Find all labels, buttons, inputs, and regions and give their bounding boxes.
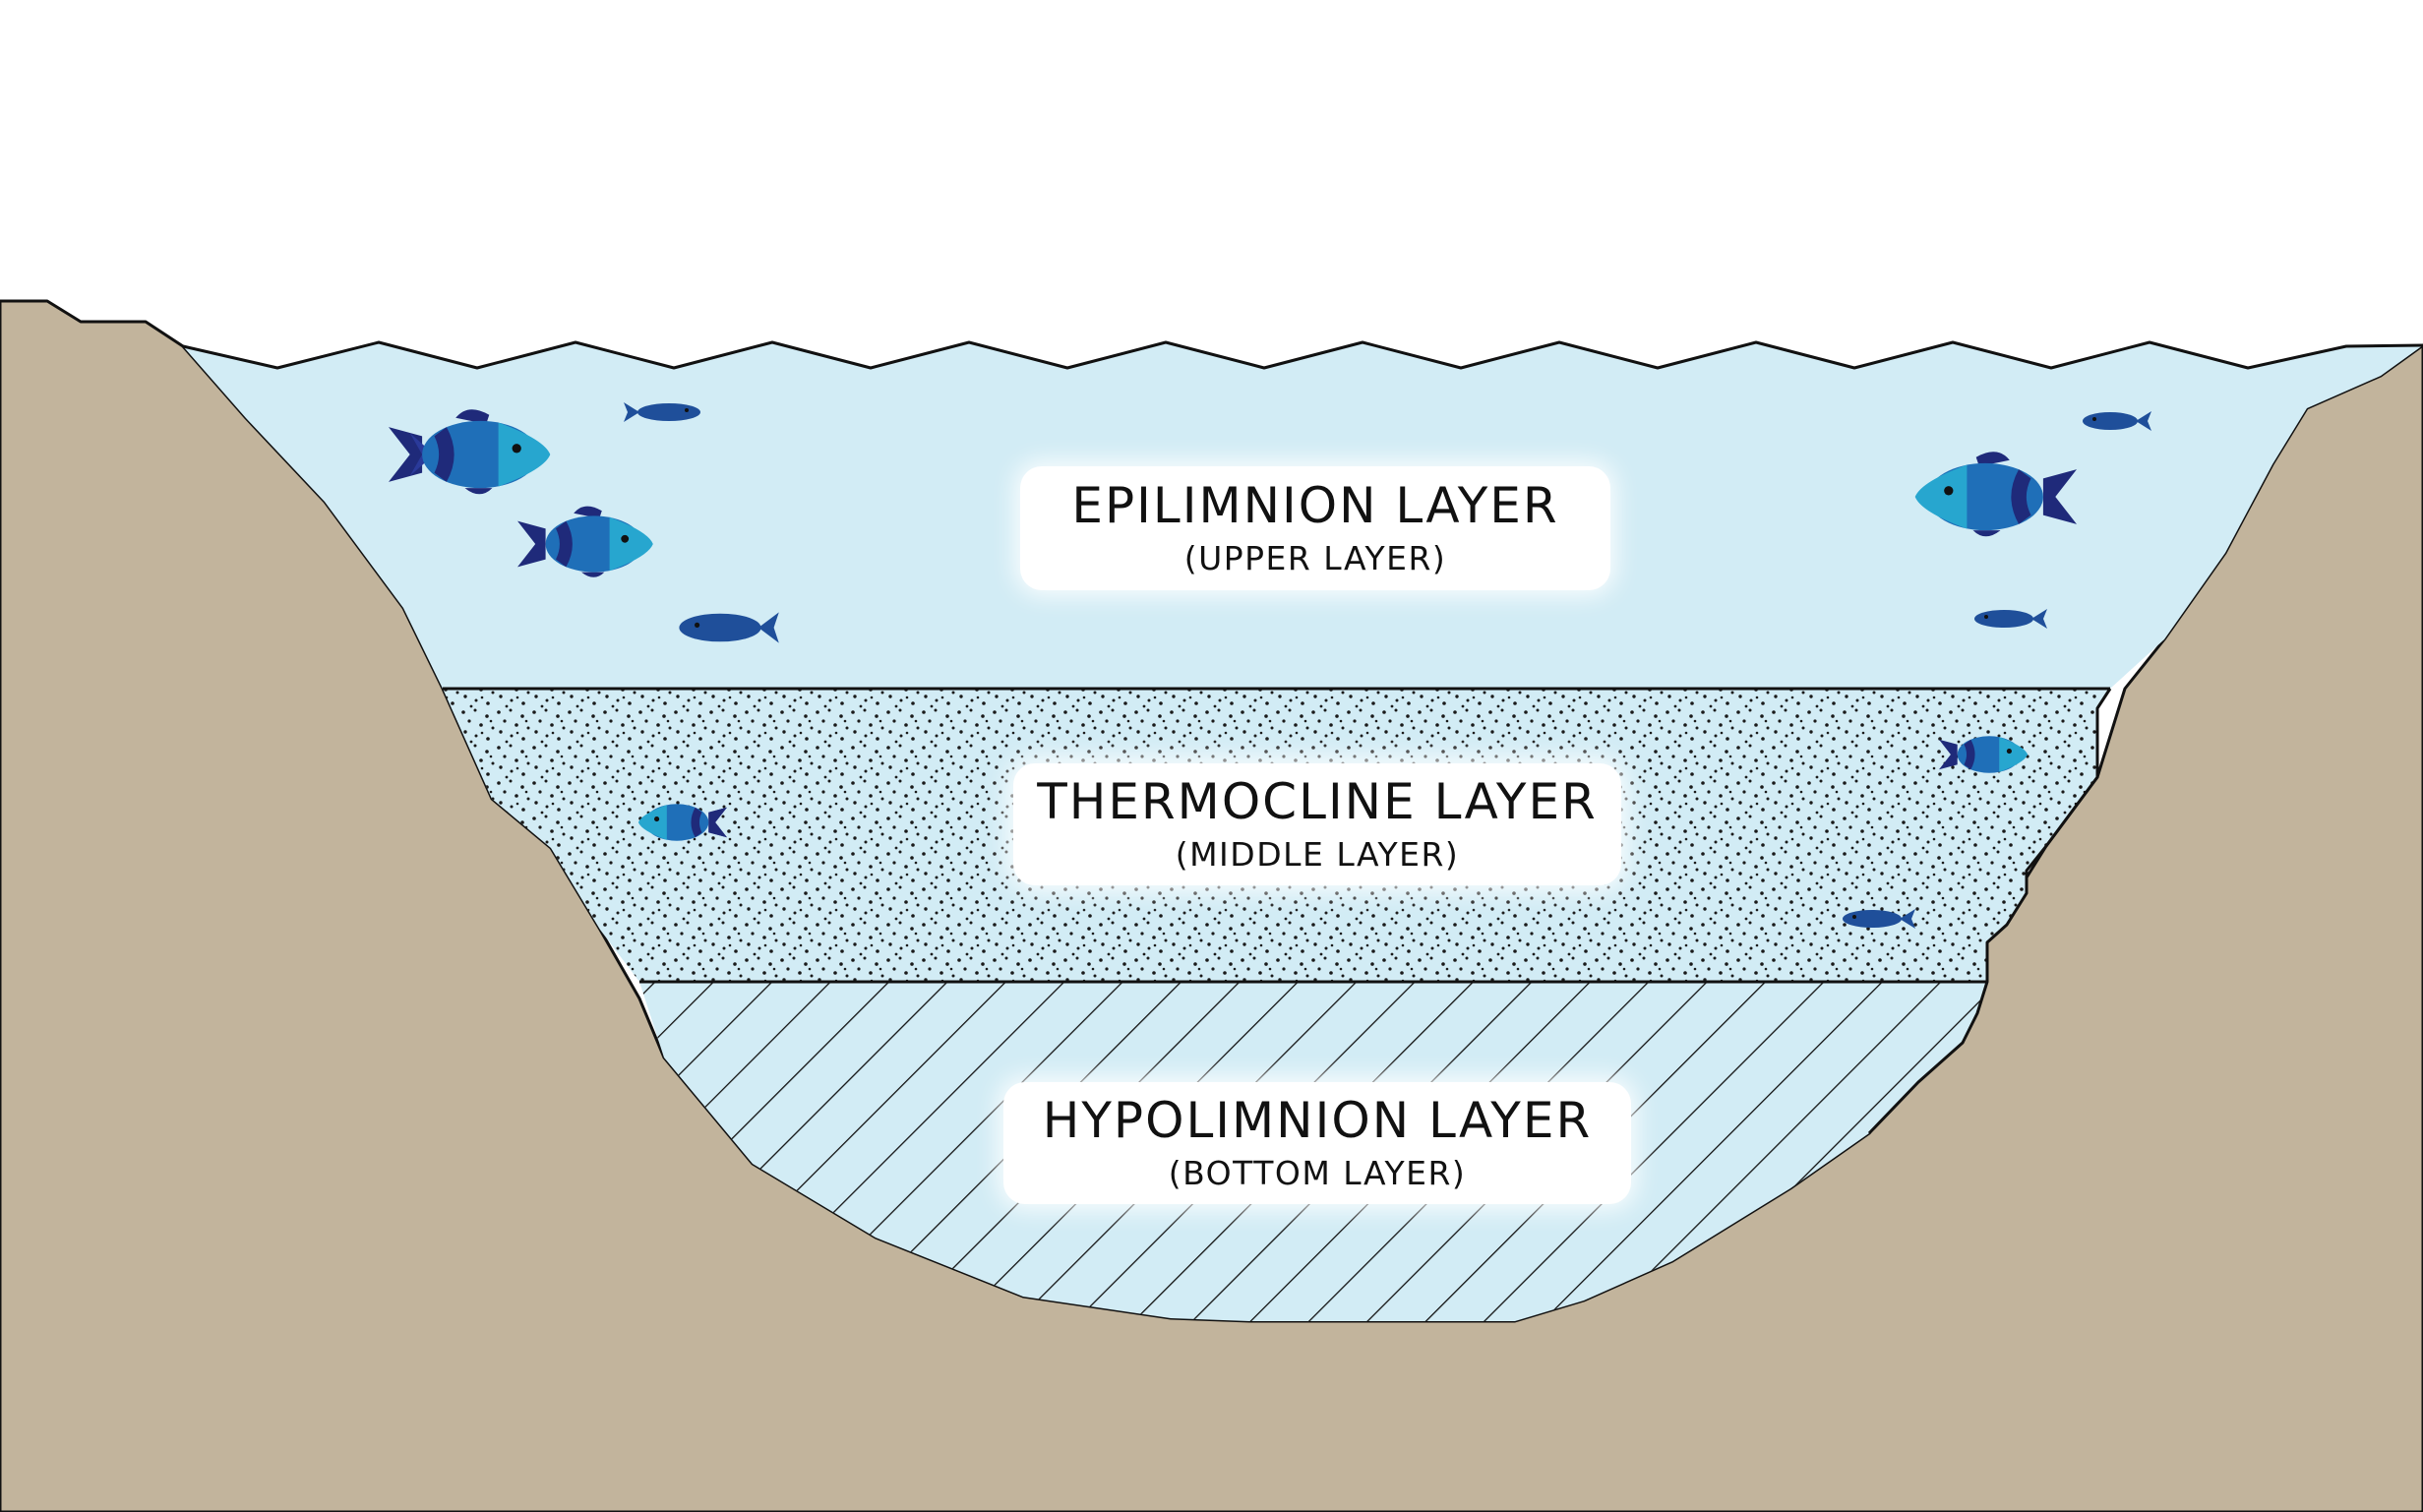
water-surface-line [182, 340, 2423, 370]
epilimnion-label: EPILIMNION LAYER (UPPER LAYER) [1020, 466, 1610, 590]
epilimnion-subtitle: (UPPER LAYER) [1183, 538, 1447, 577]
thermocline-label: THERMOCLINE LAYER (MIDDLE LAYER) [1013, 763, 1621, 885]
thermocline-title: THERMOCLINE LAYER [1037, 772, 1598, 830]
fish-large-left-icon [1914, 452, 2077, 537]
slim-fish-icon [1974, 609, 2047, 629]
slim-fish-icon [624, 402, 700, 422]
slim-fish-icon [1843, 909, 1915, 929]
right-bank-contour [1867, 688, 2112, 1135]
fish-medium-icon [517, 506, 653, 577]
hypolimnion-subtitle: (BOTTOM LAYER) [1168, 1153, 1467, 1192]
thermocline-subtitle: (MIDDLE LAYER) [1175, 834, 1460, 874]
fish-small-right-icon [1939, 736, 2029, 773]
epilimnion-title: EPILIMNION LAYER [1071, 476, 1559, 534]
fish-small-icon [637, 804, 727, 841]
fish-large-icon [389, 409, 551, 495]
hypolimnion-label: HYPOLIMNION LAYER (BOTTOM LAYER) [1003, 1082, 1631, 1204]
hypolimnion-title: HYPOLIMNION LAYER [1042, 1091, 1593, 1149]
slim-fish-icon [2083, 411, 2151, 431]
slim-fish-icon [679, 612, 779, 643]
